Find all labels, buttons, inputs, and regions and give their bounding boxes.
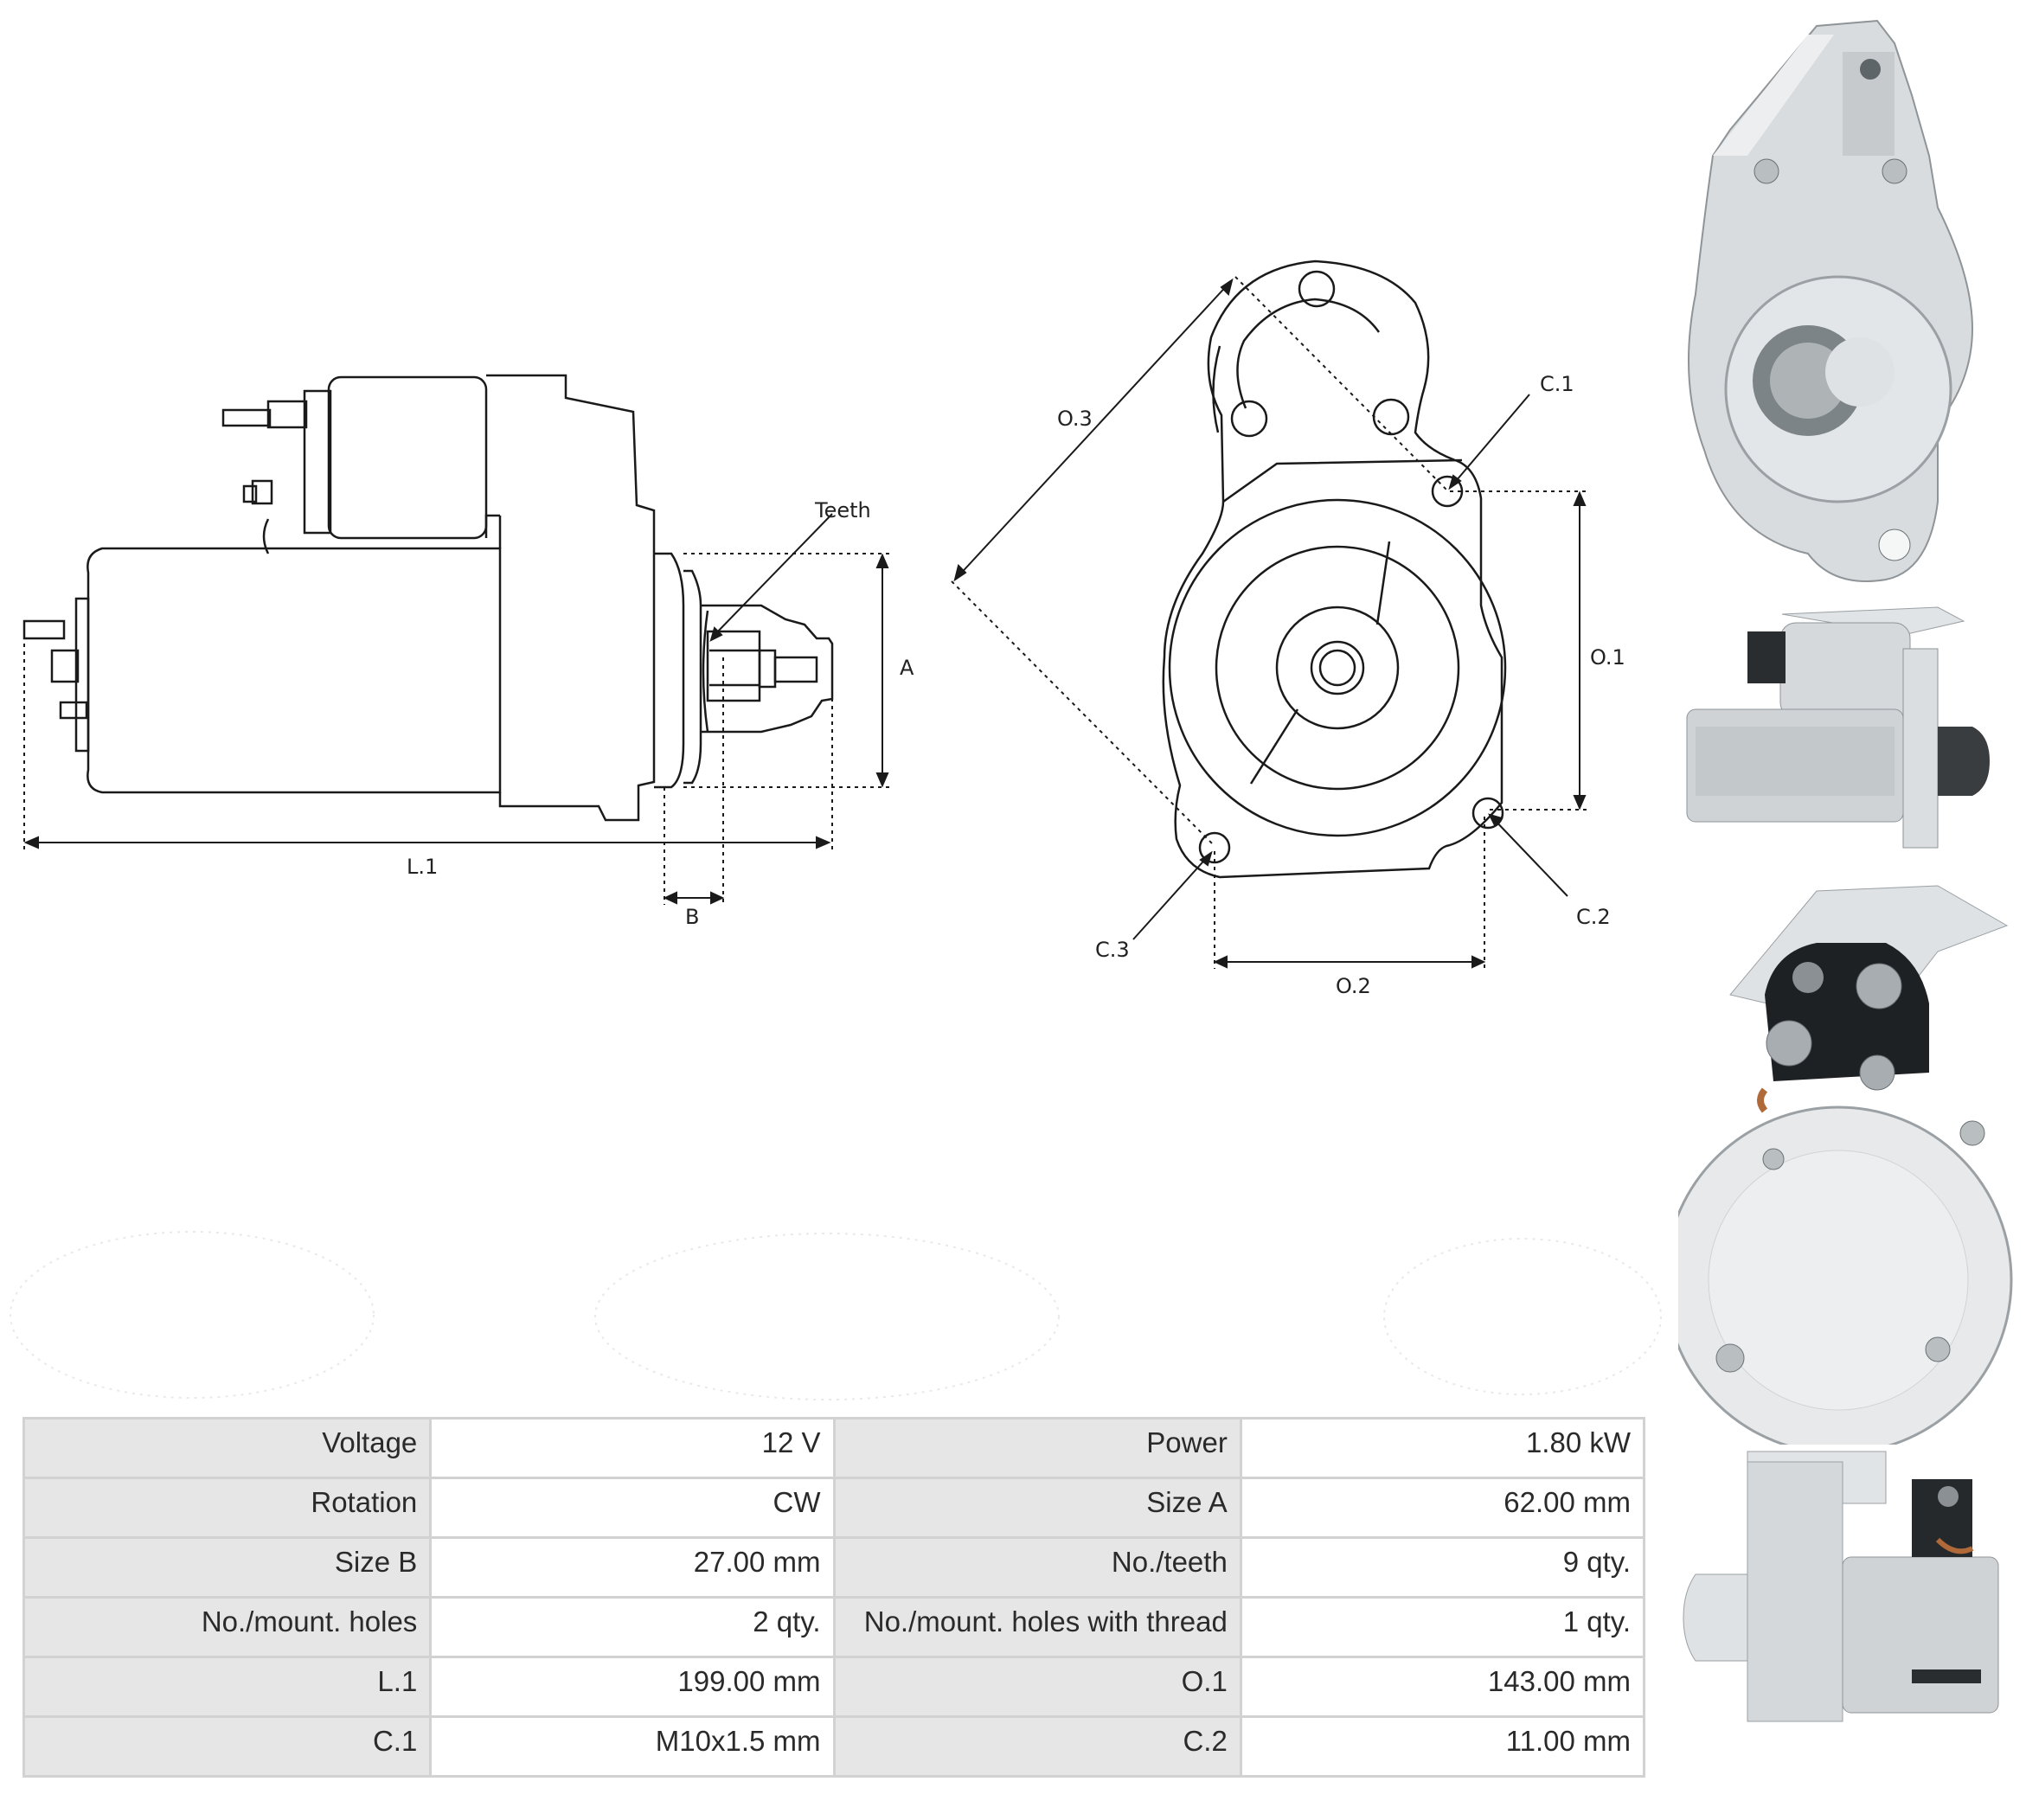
spec-label: No./mount. holes (22, 1596, 433, 1658)
teeth-label: Teeth (814, 498, 871, 522)
rear-terminal-stud (22, 619, 66, 640)
spec-value: 143.00 mm (1239, 1656, 1646, 1718)
spec-value: 27.00 mm (429, 1536, 836, 1599)
spec-label: No./mount. holes with thread (832, 1596, 1242, 1658)
side-view-dimensions (23, 513, 891, 905)
faint-background-shapes (10, 1231, 1662, 1400)
upper-mount-hole (1298, 270, 1336, 308)
photo-front-view (1688, 19, 1974, 582)
photo-side-view (1686, 606, 1990, 849)
spec-label: Voltage (22, 1417, 433, 1479)
spec-value: 9 qty. (1239, 1536, 1646, 1599)
spec-value: 1.80 kW (1239, 1417, 1646, 1479)
front-view-dimensions (951, 276, 1588, 969)
c1-label: C.1 (1540, 372, 1574, 396)
o3-dimension-line (956, 281, 1231, 579)
c1-hole (1431, 475, 1464, 508)
spec-value: 1 qty. (1239, 1596, 1646, 1658)
pinion-nose (701, 604, 834, 734)
spec-label: Size A (832, 1477, 1242, 1539)
motor-body (87, 547, 502, 794)
c2-label: C.2 (1576, 905, 1611, 929)
c2-hole (1471, 797, 1504, 830)
photo-top-view (1683, 1451, 1999, 1722)
spec-value: 62.00 mm (1239, 1477, 1646, 1539)
spec-value: 11.00 mm (1239, 1715, 1646, 1778)
spec-value: CW (429, 1477, 836, 1539)
side-view-drawing (22, 374, 834, 822)
solenoid (327, 375, 488, 540)
spec-label: C.1 (22, 1715, 433, 1778)
spec-label: Rotation (22, 1477, 433, 1539)
c3-label: C.3 (1095, 938, 1130, 962)
a-label: A (900, 656, 914, 680)
spec-label: No./teeth (832, 1536, 1242, 1599)
spec-value: 199.00 mm (429, 1656, 836, 1718)
spec-label: Size B (22, 1536, 433, 1599)
spec-label: L.1 (22, 1656, 433, 1718)
flange-outline (1162, 260, 1503, 879)
housing-outer-circle (1168, 498, 1507, 837)
o3-label: O.3 (1057, 407, 1093, 431)
o1-label: O.1 (1590, 645, 1625, 670)
b-label: B (685, 905, 699, 929)
l1-label: L.1 (407, 855, 438, 879)
front-view-drawing (1162, 260, 1507, 879)
spec-label: O.1 (832, 1656, 1242, 1718)
spec-value: 2 qty. (429, 1596, 836, 1658)
spec-label: C.2 (832, 1715, 1242, 1778)
o2-label: O.2 (1336, 974, 1371, 998)
teeth-leader-line (712, 513, 833, 638)
spec-value: M10x1.5 mm (429, 1715, 836, 1778)
photo-rear-view (1678, 885, 2013, 1445)
pinion (706, 630, 761, 702)
spec-label: Power (832, 1417, 1242, 1479)
drive-housing (486, 374, 656, 822)
spec-value: 12 V (429, 1417, 836, 1479)
